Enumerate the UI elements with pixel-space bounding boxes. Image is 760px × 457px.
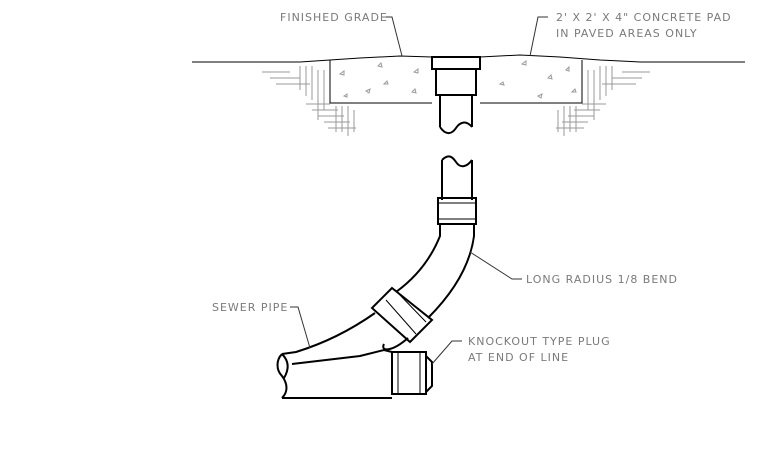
label-plug-line1: KNOCKOUT TYPE PLUG [468,335,611,348]
earth-hatch-left [262,66,356,136]
riser-pipe-lower [441,155,473,200]
sewer-pipe [276,312,409,399]
riser-coupling [437,197,477,225]
label-bend: LONG RADIUS 1/8 BEND [526,273,678,286]
leader-plug [431,340,462,365]
bend-coupling [370,286,434,344]
earth-hatch-right [556,66,650,136]
cleanout-cap [431,56,481,96]
leader-sewer-pipe [290,306,311,349]
leader-concrete-pad [529,16,548,57]
label-concrete-pad-line1: 2' X 2' X 4" CONCRETE PAD [556,11,732,24]
leader-finished-grade [382,16,403,57]
label-sewer-pipe: SEWER PIPE [212,301,288,314]
long-radius-bend [395,224,475,319]
label-finished-grade: FINISHED GRADE [280,11,388,24]
leader-bend [469,251,522,280]
riser-pipe-top [439,95,473,135]
label-plug-line2: AT END OF LINE [468,351,569,364]
label-concrete-pad-line2: IN PAVED AREAS ONLY [556,27,698,40]
concrete-aggregate [338,60,577,99]
concrete-pad [329,60,583,104]
knockout-plug [391,351,433,395]
finished-grade-line [192,54,745,63]
